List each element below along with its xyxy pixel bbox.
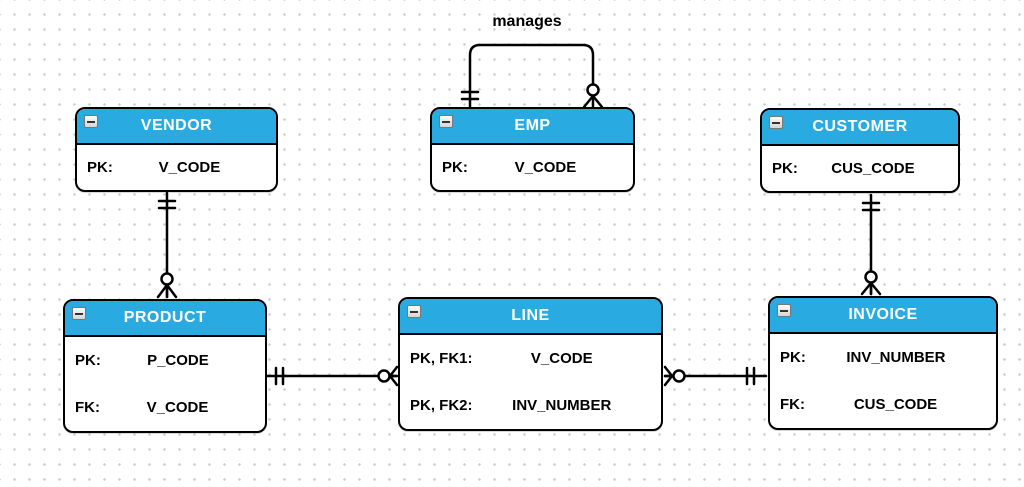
entity-header: PRODUCT — [65, 301, 265, 337]
zero-or-many-marker — [582, 83, 604, 109]
collapse-button[interactable] — [769, 116, 783, 129]
entity-body: PK: INV_NUMBER FK: CUS_CODE — [770, 334, 996, 428]
entity-line[interactable]: LINE PK, FK1: V_CODE PK, FK2: INV_NUMBER — [398, 297, 663, 431]
entity-emp[interactable]: EMP PK: V_CODE — [430, 107, 635, 192]
attribute-row: PK, FK2: INV_NUMBER — [400, 397, 661, 414]
one-and-only-one-marker — [460, 90, 480, 101]
entity-title: VENDOR — [140, 117, 213, 134]
attribute-row: PK: V_CODE — [77, 159, 276, 176]
attribute-name: CUS_CODE — [831, 160, 915, 177]
entity-body: PK, FK1: V_CODE PK, FK2: INV_NUMBER — [400, 335, 661, 429]
minus-icon — [780, 309, 788, 312]
entity-body: PK: V_CODE — [432, 145, 633, 190]
entity-vendor[interactable]: VENDOR PK: V_CODE — [75, 107, 278, 192]
attribute-row: PK: P_CODE — [65, 352, 265, 369]
key-label: PK: — [780, 349, 806, 366]
connector-emp-manages-emp[interactable] — [460, 43, 604, 109]
entity-header: CUSTOMER — [762, 110, 958, 146]
minus-icon — [75, 312, 83, 315]
relationship-line[interactable] — [468, 43, 595, 109]
entity-header: LINE — [400, 299, 661, 335]
one-and-only-one-marker — [274, 366, 285, 386]
attribute-name: INV_NUMBER — [512, 397, 612, 414]
zero-or-many-marker — [377, 365, 399, 387]
zero-or-many-marker — [860, 270, 882, 296]
entity-invoice[interactable]: INVOICE PK: INV_NUMBER FK: CUS_CODE — [768, 296, 998, 430]
connector-customer-invoice[interactable] — [860, 193, 882, 296]
key-label: PK: — [87, 159, 113, 176]
attribute-row: PK, FK1: V_CODE — [400, 350, 661, 367]
entity-body: PK: P_CODE FK: V_CODE — [65, 337, 265, 431]
key-label: FK: — [75, 399, 100, 416]
relationship-label-manages: manages — [492, 13, 562, 30]
key-label: PK: — [75, 352, 101, 369]
entity-body: PK: CUS_CODE — [762, 146, 958, 191]
key-label: PK: — [442, 159, 468, 176]
attribute-row: FK: V_CODE — [65, 399, 265, 416]
minus-icon — [87, 120, 95, 123]
minus-icon — [442, 120, 450, 123]
attribute-name: CUS_CODE — [853, 396, 938, 413]
collapse-button[interactable] — [72, 307, 86, 320]
key-label: FK: — [780, 396, 805, 413]
entity-product[interactable]: PRODUCT PK: P_CODE FK: V_CODE — [63, 299, 267, 433]
minus-icon — [410, 310, 418, 313]
entity-title: LINE — [511, 307, 550, 324]
attribute-name: V_CODE — [530, 350, 593, 367]
entity-body: PK: V_CODE — [77, 145, 276, 190]
one-and-only-one-marker — [861, 201, 881, 212]
attribute-name: INV_NUMBER — [846, 349, 946, 366]
attribute-name: P_CODE — [147, 352, 209, 369]
attribute-name: V_CODE — [514, 159, 577, 176]
connector-invoice-line[interactable] — [663, 365, 768, 387]
collapse-button[interactable] — [84, 115, 98, 128]
attribute-row: PK: INV_NUMBER — [770, 349, 996, 366]
zero-or-many-marker — [663, 365, 686, 387]
zero-or-many-marker — [156, 272, 178, 299]
entity-title: INVOICE — [848, 306, 918, 323]
minus-icon — [772, 121, 780, 124]
connector-product-line[interactable] — [265, 365, 399, 387]
key-label: PK: — [772, 160, 798, 177]
entity-header: INVOICE — [770, 298, 996, 334]
entity-title: EMP — [514, 117, 551, 134]
entity-title: CUSTOMER — [812, 118, 908, 135]
entity-customer[interactable]: CUSTOMER PK: CUS_CODE — [760, 108, 960, 193]
one-and-only-one-marker — [745, 366, 756, 386]
entity-header: EMP — [432, 109, 633, 145]
one-and-only-one-marker — [157, 199, 177, 210]
attribute-name: V_CODE — [146, 399, 209, 416]
collapse-button[interactable] — [777, 304, 791, 317]
key-label: PK, FK1: — [410, 350, 473, 367]
collapse-button[interactable] — [407, 305, 421, 318]
connector-vendor-product[interactable] — [156, 191, 178, 299]
attribute-row: PK: V_CODE — [432, 159, 633, 176]
entity-header: VENDOR — [77, 109, 276, 145]
entity-title: PRODUCT — [123, 309, 207, 326]
key-label: PK, FK2: — [410, 397, 473, 414]
attribute-name: V_CODE — [158, 159, 221, 176]
collapse-button[interactable] — [439, 115, 453, 128]
attribute-row: PK: CUS_CODE — [762, 160, 958, 177]
attribute-row: FK: CUS_CODE — [770, 396, 996, 413]
